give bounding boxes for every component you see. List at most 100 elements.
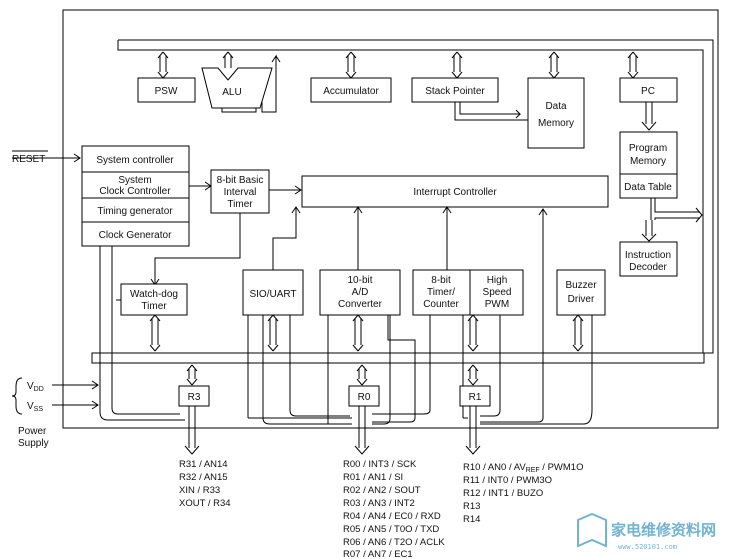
accumulator-block [310, 77, 392, 103]
stack-pointer-label: Stack Pointer [425, 86, 485, 97]
watermark-url: www.520101.com [618, 543, 677, 551]
top-bus-arrows [157, 51, 639, 79]
sp-to-data-memory [454, 102, 528, 121]
watchdog-label-2: Timer [141, 301, 167, 312]
r0-pin: R06 / AN6 / T2O / ACLK [343, 537, 445, 548]
data-memory-label-2: Memory [538, 118, 574, 129]
power-supply-inputs [11, 377, 99, 415]
power-label-1: Power [18, 426, 47, 437]
bit-to-interrupt [269, 185, 302, 195]
bit-label-3: Timer [227, 199, 253, 210]
r1-pin-wires [463, 308, 593, 425]
data-memory-label-1: Data [545, 101, 567, 112]
pc-label: PC [641, 86, 655, 97]
r1-pin: R12 / INT1 / BUZO [463, 488, 543, 499]
instruction-decoder-label-2: Decoder [629, 262, 667, 273]
r0-pin: R04 / AN4 / EC0 / RXD [343, 511, 441, 522]
peripheral-bus-arrows [149, 314, 584, 352]
bus-to-port-arrows [186, 364, 479, 386]
adc-label-2: A/D [352, 287, 369, 298]
bit-label-2: Interval [224, 187, 257, 198]
r0-pin: R07 / AN7 / EC1 [343, 549, 413, 559]
vss-label: VSS [27, 401, 43, 413]
r3-pin: R32 / AN15 [179, 472, 228, 483]
r0-pin: R02 / AN2 / SOUT [343, 485, 421, 496]
clock-generator-label: Clock Generator [99, 230, 172, 241]
peripheral-pin-wires [247, 315, 593, 418]
pwm-label-3: PWM [485, 299, 509, 310]
timing-generator-label: Timing generator [97, 206, 173, 217]
port-pin-arrows [184, 406, 481, 455]
r0-pin: R05 / AN5 / T0O / TXD [343, 524, 439, 535]
r0-pin: R00 / INT3 / SCK [343, 459, 417, 470]
alu-block [201, 67, 273, 109]
reset-label: RESET [12, 154, 45, 165]
r0-pin: R03 / AN3 / INT2 [343, 498, 415, 509]
r1-pin: R14 [463, 514, 480, 525]
timer-pwm-block [412, 269, 524, 316]
reset-line [12, 153, 81, 163]
interrupt-request-lines [272, 206, 548, 308]
r1-pin: R13 [463, 501, 480, 512]
top-bus [117, 39, 714, 354]
instruction-decoder-label-1: Instruction [625, 250, 671, 261]
watermark-text: 家电维修资料网 [611, 521, 716, 539]
port-r0-label: R0 [358, 392, 371, 403]
pwm-label-1: High [487, 275, 508, 286]
alu-label: ALU [222, 87, 241, 98]
watchdog-label-1: Watch-dog [130, 289, 178, 300]
psw-block [137, 77, 196, 103]
adc-block [319, 269, 401, 316]
psw-label: PSW [155, 86, 178, 97]
r0-pin-list: R00 / INT3 / SCK R01 / AN1 / SI R02 / AN… [343, 459, 445, 559]
r1-pin: R11 / INT0 / PWM3O [463, 475, 552, 486]
chip-boundary [62, 9, 719, 429]
r0-pin: R01 / AN1 / SI [343, 472, 403, 483]
power-label-2: Supply [18, 438, 49, 449]
program-memory-label-2: Memory [630, 156, 666, 167]
pwm-label-2: Speed [483, 287, 512, 298]
data-table-label: Data Table [624, 182, 672, 193]
r1-pin-r10: R10 / AN0 / AVREF / PWM1O [463, 462, 583, 474]
port-r3-block [178, 385, 210, 407]
r1-pin-list: R10 / AN0 / AVREF / PWM1O R11 / INT0 / P… [463, 462, 583, 525]
program-memory-label-1: Program [629, 143, 667, 154]
interrupt-controller-block [301, 175, 609, 208]
port-r1-block [459, 385, 491, 407]
r0-pin-wires [248, 409, 431, 425]
port-r1-label: R1 [469, 392, 482, 403]
buzzer-label-2: Driver [568, 294, 595, 305]
port-r0-block [348, 385, 380, 407]
system-clock-controller-label-2: Clock Controller [99, 186, 171, 197]
timer-counter-label-1: 8-bit [431, 275, 451, 286]
pc-to-program-memory [641, 102, 657, 131]
clock-pin-wires [99, 246, 185, 421]
sio-uart-label: SIO/UART [249, 289, 296, 300]
vdd-label: VDD [27, 381, 44, 393]
clock-to-bit [189, 181, 212, 191]
pc-block [619, 77, 678, 103]
system-block-group [81, 145, 190, 247]
r3-pin-list: R31 / AN14 R32 / AN15 XIN / R33 XOUT / R… [179, 459, 231, 509]
data-memory-block [527, 77, 585, 149]
watermark-logo: 家电维修资料网 www.520101.com [577, 512, 716, 551]
buzzer-driver-block [556, 269, 606, 316]
to-instruction-decoder [641, 220, 657, 242]
timer-counter-label-3: Counter [423, 299, 459, 310]
port-r3-label: R3 [188, 392, 201, 403]
bit-label-1: 8-bit Basic [217, 175, 264, 186]
bottom-bus [91, 352, 705, 364]
system-clock-controller-label-1: System [118, 175, 151, 186]
program-memory-block [619, 131, 678, 199]
r3-pin: R31 / AN14 [179, 459, 228, 470]
adc-label-1: 10-bit [347, 275, 372, 286]
system-controller-label: System controller [96, 155, 174, 166]
watermark-emblem [577, 512, 607, 548]
accumulator-label: Accumulator [323, 86, 379, 97]
buzzer-label-1: Buzzer [565, 280, 597, 291]
sio-uart-block [242, 269, 304, 316]
data-table-output [650, 198, 703, 223]
adc-label-3: Converter [338, 299, 383, 310]
r3-pin: XIN / R33 [179, 485, 220, 496]
